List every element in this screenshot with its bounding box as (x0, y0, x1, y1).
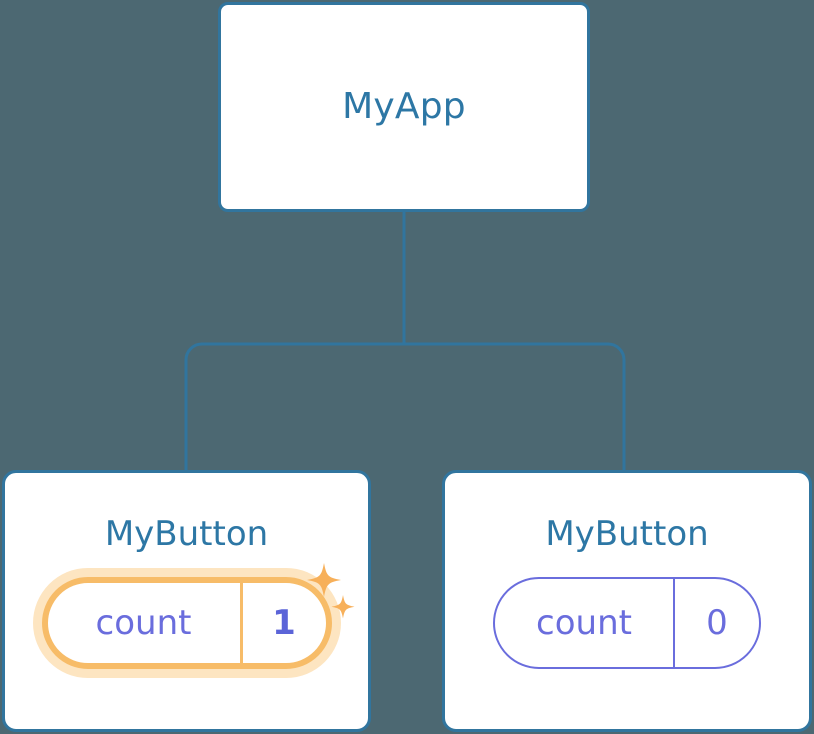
root-node-title: MyApp (342, 86, 466, 127)
child-left-title: MyButton (104, 514, 269, 554)
state-badge-key: count (536, 603, 632, 643)
node-card-child-right[interactable]: MyButton count 0 (442, 470, 812, 732)
node-card-root[interactable]: MyApp (218, 2, 590, 212)
sparkle-small-icon (331, 595, 355, 619)
node-card-child-left[interactable]: MyButton count 1 (2, 470, 371, 732)
state-badge-value: 0 (673, 579, 759, 667)
connector-left-branch-path (184, 342, 404, 472)
state-badge-key: count (95, 603, 192, 643)
child-right-title: MyButton (545, 514, 709, 554)
state-badge-highlighted[interactable]: count 1 (41, 577, 332, 669)
state-badge-plain[interactable]: count 0 (493, 577, 761, 669)
child-right-state-row: count 0 (445, 577, 809, 669)
state-badge-value: 1 (239, 583, 326, 663)
connector-right-branch-path (404, 342, 626, 472)
child-left-state-row: count 1 (5, 563, 368, 669)
